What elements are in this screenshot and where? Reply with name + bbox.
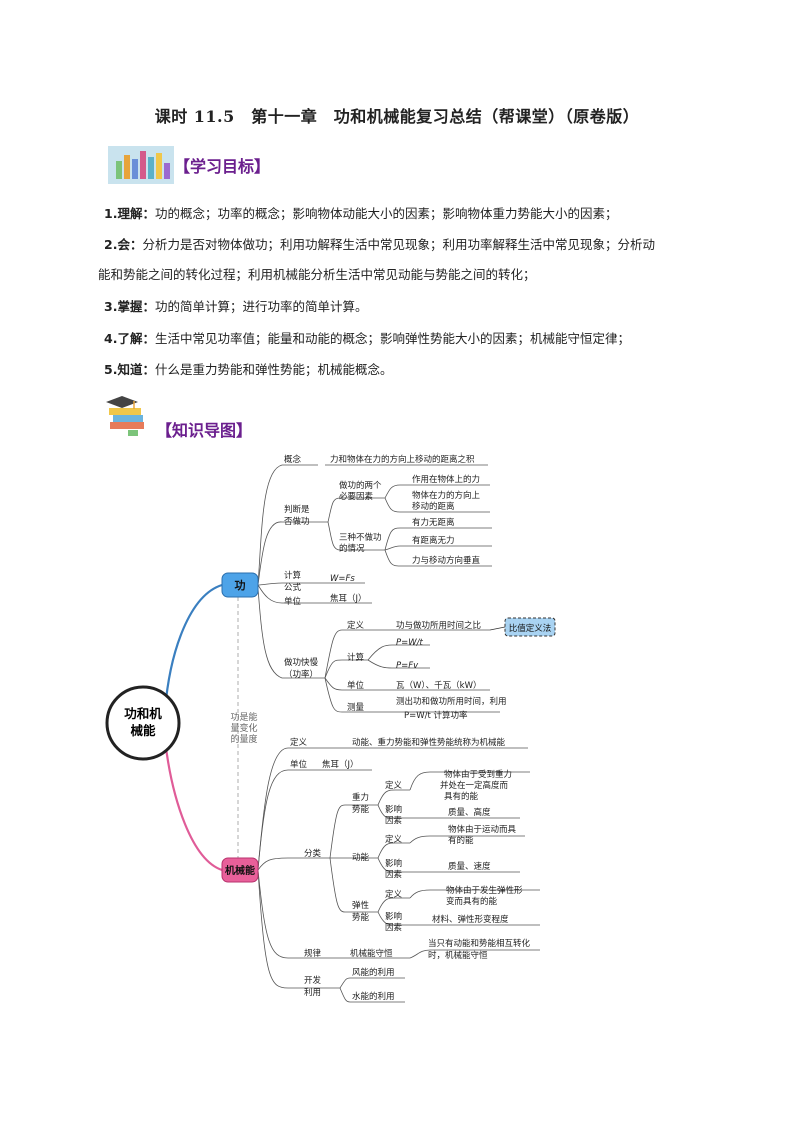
method-box-label: 比值定义法 — [509, 623, 552, 634]
kinetic-factor-value: 质量、速度 — [448, 861, 491, 872]
elastic-def: 定义 — [385, 889, 403, 900]
work-three-line1: 三种不做功 — [339, 532, 382, 543]
goal-item-4: 4.了解：生活中常见功率值；能量和动能的概念；影响弹性势能大小的因素；机械能守恒… — [104, 331, 630, 346]
kinetic-def-line2: 有的能 — [448, 835, 474, 846]
power-measure-line1: 测出功和做功所用时间，利用 — [396, 696, 507, 707]
energy-node — [221, 857, 259, 883]
elastic-factor-line2: 因素 — [385, 922, 403, 933]
kinetic: 动能 — [352, 852, 370, 863]
power-calc: 计算 — [347, 652, 365, 663]
link-note-line3: 的量度 — [230, 733, 257, 745]
learning-goals-title: 【学习目标】 — [174, 157, 271, 176]
energy-dev-line2: 利用 — [304, 987, 321, 998]
kinetic-def: 定义 — [385, 834, 403, 845]
grav-factor-line2: 因素 — [385, 815, 403, 826]
work-unit-value: 焦耳（J） — [330, 593, 367, 604]
elastic-line1: 弹性 — [352, 900, 370, 911]
power-formula-1: P=W/t — [396, 638, 424, 648]
work-three-a: 有力无距离 — [412, 517, 455, 528]
kinetic-factor-line2: 因素 — [385, 869, 403, 880]
work-concept: 概念 — [284, 454, 302, 465]
elastic-line2: 势能 — [352, 912, 370, 923]
work-two-b-line2: 移动的距离 — [412, 501, 455, 512]
energy-def: 定义 — [290, 737, 308, 748]
power-def: 定义 — [347, 620, 365, 631]
work-two-factors-line1: 做功的两个 — [339, 480, 382, 491]
stacked-books-icon — [104, 392, 154, 438]
work-concept-def: 力和物体在力的方向上移动的距离之积 — [330, 454, 475, 465]
energy-law-name: 机械能守恒 — [350, 948, 393, 959]
link-note-line2: 量变化 — [230, 722, 257, 734]
knowledge-map-title: 【知识导图】 — [156, 421, 253, 440]
grav-def-line3: 具有的能 — [444, 791, 479, 802]
work-calc-line2: 公式 — [284, 582, 302, 593]
power-measure-line2: P=W/t 计算功率 — [404, 710, 468, 721]
goal-item-5: 5.知道：什么是重力势能和弹性势能；机械能概念。 — [104, 362, 393, 377]
energy-unit-value: 焦耳（J） — [322, 759, 359, 770]
work-calc-line1: 计算 — [284, 570, 302, 581]
goal-item-3: 3.掌握：功的简单计算；进行功率的简单计算。 — [104, 299, 368, 314]
energy-law: 规律 — [304, 948, 322, 959]
elastic-factor-value: 材料、弹性形变程度 — [432, 914, 509, 925]
goal-item-1: 1.理解：功的概念；功率的概念；影响物体动能大小的因素；影响物体重力势能大小的因… — [104, 206, 618, 221]
goal-item-2: 2.会：分析力是否对物体做功；利用功解释生活中常见现象；利用功率解释生活中常见现… — [104, 237, 655, 252]
energy-def-value: 动能、重力势能和弹性势能统称为机械能 — [352, 737, 506, 748]
work-judge-line1: 判断是 — [284, 504, 310, 515]
kinetic-factor-line1: 影响 — [385, 858, 402, 869]
work-three-b: 有距离无力 — [412, 535, 455, 546]
work-node — [221, 572, 259, 598]
work-unit: 单位 — [284, 596, 302, 607]
work-two-b-line1: 物体在力的方向上 — [412, 490, 481, 501]
work-formula: W=Fs — [330, 574, 355, 584]
power-unit: 单位 — [347, 680, 365, 691]
link-note-line1: 功是能 — [230, 711, 257, 723]
grav-factor-value: 质量、高度 — [448, 807, 491, 818]
power-measure: 测量 — [347, 703, 365, 713]
grav-factor-line1: 影响 — [385, 804, 402, 815]
grav-def-line1: 物体由于受到重力 — [444, 769, 512, 780]
energy-law-line1: 当只有动能和势能相互转化 — [428, 938, 531, 949]
power-formula-2: P=Fv — [396, 661, 419, 671]
work-judge-line2: 否做功 — [284, 516, 310, 527]
learning-goals-header: 【学习目标】 — [108, 146, 270, 184]
energy-law-line2: 时，机械能守恒 — [428, 950, 488, 961]
books-illustration-icon — [108, 146, 174, 184]
work-three-line2: 的情况 — [339, 543, 365, 554]
grav-line1: 重力 — [352, 792, 369, 803]
energy-unit: 单位 — [290, 759, 308, 770]
work-power-line1: 做功快慢 — [284, 657, 319, 668]
grav-def: 定义 — [385, 780, 403, 791]
page-title: 课时 11.5 第十一章 功和机械能复习总结（帮课堂）（原卷版） — [154, 107, 640, 126]
work-two-factors-line2: 必要因素 — [339, 491, 374, 502]
elastic-factor-line1: 影响 — [385, 911, 402, 922]
root-node — [105, 685, 181, 761]
root-node-label-line1: 功和机 — [124, 706, 162, 721]
knowledge-map-header: 【知识导图】 — [104, 389, 252, 441]
elastic-def-line2: 变而具有的能 — [446, 896, 498, 907]
work-two-a: 作用在物体上的力 — [412, 474, 480, 485]
work-power-line2: （功率） — [284, 669, 318, 680]
work-node-label: 功 — [235, 578, 246, 592]
energy-node-label: 机械能 — [225, 864, 255, 877]
elastic-def-line1: 物体由于发生弹性形 — [446, 885, 523, 896]
power-unit-value: 瓦（W）、千瓦（kW） — [396, 680, 481, 691]
water-energy: 水能的利用 — [352, 991, 395, 1002]
grav-def-line2: 并处在一定高度而 — [440, 780, 509, 791]
root-node-label-line2: 械能 — [130, 723, 156, 738]
goal-item-2-cont: 能和势能之间的转化过程；利用机械能分析生活中常见动能与势能之间的转化； — [98, 267, 536, 282]
energy-class: 分类 — [304, 848, 322, 859]
method-box — [504, 617, 556, 637]
energy-dev-line1: 开发 — [304, 975, 322, 986]
wind-energy: 风能的利用 — [352, 967, 395, 978]
grav-line2: 势能 — [352, 804, 370, 815]
work-three-c: 力与移动方向垂直 — [412, 555, 481, 566]
kinetic-def-line1: 物体由于运动而具 — [448, 824, 517, 835]
power-def-value: 功与做功所用时间之比 — [396, 620, 481, 631]
